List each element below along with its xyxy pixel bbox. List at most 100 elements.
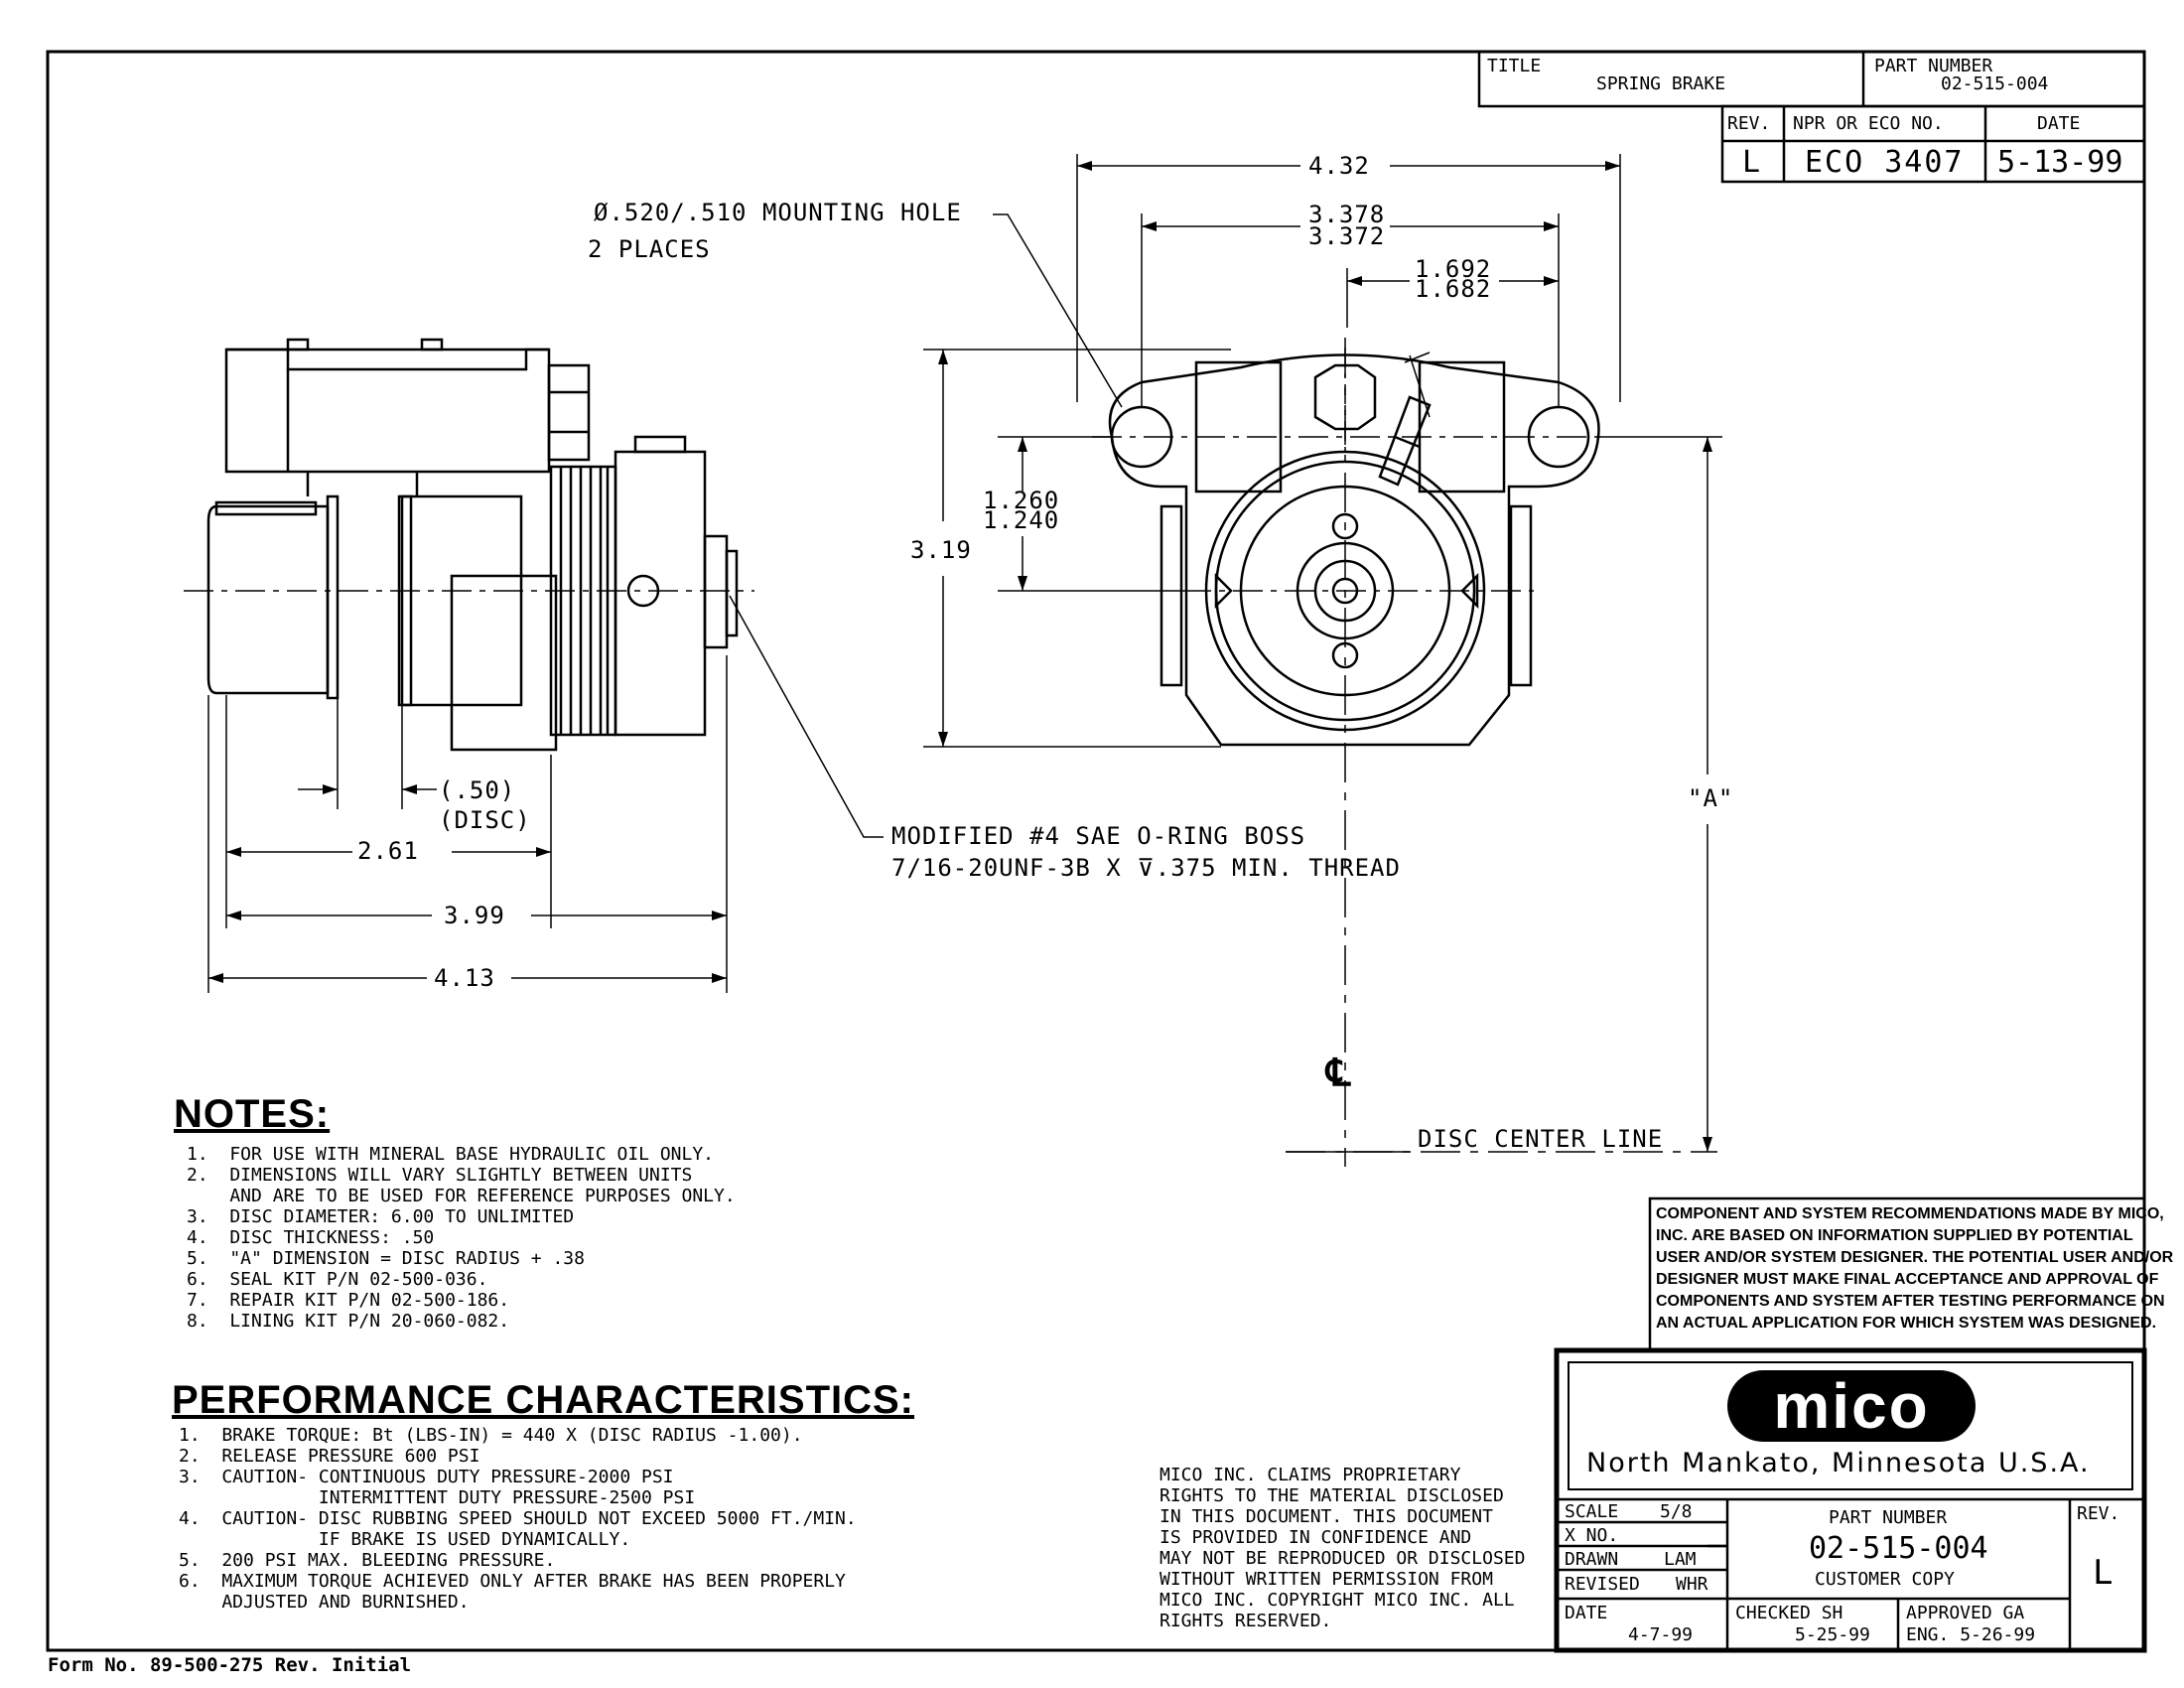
title-label: TITLE bbox=[1487, 56, 1542, 76]
checked-value: SH bbox=[1821, 1603, 1843, 1623]
dim-disc-label: (DISC) bbox=[439, 806, 531, 834]
revised-value: WHR bbox=[1676, 1574, 1708, 1595]
performance-item: INTERMITTENT DUTY PRESSURE-2500 PSI bbox=[179, 1487, 696, 1508]
rev-value: L bbox=[1742, 145, 1761, 180]
xno-label: X NO. bbox=[1565, 1525, 1619, 1546]
disclaimer-line: COMPONENT AND SYSTEM RECOMMENDATIONS MAD… bbox=[1656, 1205, 2164, 1222]
dim-hole-spacing-max: 3.378 bbox=[1308, 201, 1386, 228]
customer-copy-label: CUSTOMER COPY bbox=[1815, 1569, 1955, 1590]
mounting-hole-places: 2 PLACES bbox=[588, 235, 711, 263]
proprietary-line: MAY NOT BE REPRODUCED OR DISCLOSED bbox=[1160, 1548, 1526, 1569]
dim-a: "A" bbox=[1688, 784, 1734, 812]
note-item: 6. SEAL KIT P/N 02-500-036. bbox=[187, 1269, 488, 1290]
oring-callout-2: 7/16-20UNF-3B X ⊽.375 MIN. THREAD bbox=[891, 854, 1401, 882]
note-item: 2. DIMENSIONS WILL VARY SLIGHTLY BETWEEN… bbox=[187, 1165, 693, 1186]
proprietary-line: MICO INC. CLAIMS PROPRIETARY bbox=[1160, 1465, 1461, 1485]
part-number-label: PART NUMBER bbox=[1874, 56, 1993, 76]
centerline-symbol: ℄ bbox=[1326, 1051, 1351, 1094]
date-label-bottom: DATE bbox=[1565, 1603, 1608, 1623]
note-item: 5. "A" DIMENSION = DISC RADIUS + .38 bbox=[187, 1248, 585, 1269]
disclaimer-text: COMPONENT AND SYSTEM RECOMMENDATIONS MAD… bbox=[1656, 1203, 2173, 1335]
title-value: SPRING BRAKE bbox=[1596, 73, 1726, 94]
note-item: AND ARE TO BE USED FOR REFERENCE PURPOSE… bbox=[187, 1186, 736, 1206]
eng-label: ENG. 5-26-99 bbox=[1906, 1624, 2035, 1645]
dim-hole-spacing-min: 3.372 bbox=[1308, 222, 1386, 250]
title-block-bottom bbox=[1554, 1347, 2147, 1653]
note-item: 1. FOR USE WITH MINERAL BASE HYDRAULIC O… bbox=[187, 1144, 715, 1165]
approved-value: GA bbox=[2002, 1603, 2025, 1623]
approved-label: APPROVED GA bbox=[1906, 1603, 2024, 1623]
title-block-top bbox=[1477, 50, 2146, 184]
performance-item: 1. BRAKE TORQUE: Bt (LBS-IN) = 440 X (DI… bbox=[179, 1425, 803, 1446]
mounting-hole-callout: Ø.520/.510 MOUNTING HOLE bbox=[594, 199, 962, 226]
disclaimer-line: DESIGNER MUST MAKE FINAL ACCEPTANCE AND … bbox=[1656, 1271, 2159, 1288]
approved-label-text: APPROVED bbox=[1906, 1603, 1992, 1623]
scale-label: SCALE bbox=[1565, 1501, 1619, 1522]
performance-item: IF BRAKE IS USED DYNAMICALLY. bbox=[179, 1529, 631, 1550]
dim-half-spacing-min: 1.682 bbox=[1415, 275, 1492, 303]
drawn-value: LAM bbox=[1664, 1549, 1697, 1570]
side-view bbox=[184, 338, 884, 993]
dim-disc-thickness: (.50) bbox=[439, 776, 516, 804]
performance-item: ADJUSTED AND BURNISHED. bbox=[179, 1592, 470, 1613]
note-item: 7. REPAIR KIT P/N 02-500-186. bbox=[187, 1290, 510, 1311]
mico-logo: mico bbox=[1727, 1370, 1976, 1442]
scale-value: 5/8 bbox=[1660, 1501, 1693, 1522]
notes-heading: NOTES: bbox=[174, 1092, 331, 1136]
eng-label-text: ENG. bbox=[1906, 1624, 1950, 1645]
disc-center-line-label: DISC CENTER LINE bbox=[1418, 1125, 1664, 1153]
performance-heading: PERFORMANCE CHARACTERISTICS: bbox=[172, 1378, 914, 1422]
performance-item: 2. RELEASE PRESSURE 600 PSI bbox=[179, 1446, 480, 1467]
disclaimer-line: COMPONENTS AND SYSTEM AFTER TESTING PERF… bbox=[1656, 1293, 2165, 1310]
dim-front-width: 4.32 bbox=[1308, 152, 1370, 180]
part-number-value: 02-515-004 bbox=[1941, 73, 2049, 94]
drawn-label: DRAWN bbox=[1565, 1549, 1619, 1570]
performance-item: 3. CAUTION- CONTINUOUS DUTY PRESSURE-200… bbox=[179, 1467, 674, 1487]
proprietary-line: IS PROVIDED IN CONFIDENCE AND bbox=[1160, 1527, 1472, 1548]
rev-value-bottom: L bbox=[2093, 1553, 2114, 1593]
proprietary-line: MICO INC. COPYRIGHT MICO INC. ALL bbox=[1160, 1590, 1515, 1611]
date-value-bottom: 4-7-99 bbox=[1628, 1624, 1694, 1645]
note-item: 4. DISC THICKNESS: .50 bbox=[187, 1227, 435, 1248]
proprietary-notice: MICO INC. CLAIMS PROPRIETARY RIGHTS TO T… bbox=[1160, 1465, 1525, 1631]
dim-center-offset-min: 1.240 bbox=[983, 506, 1060, 534]
date-value: 5-13-99 bbox=[1997, 145, 2123, 180]
npr-label: NPR OR ECO NO. bbox=[1793, 113, 1944, 134]
note-item: 3. DISC DIAMETER: 6.00 TO UNLIMITED bbox=[187, 1206, 575, 1227]
dim-half-spacing-max: 1.692 bbox=[1415, 255, 1492, 283]
dim-center-offset-max: 1.260 bbox=[983, 487, 1060, 514]
performance-item: 4. CAUTION- DISC RUBBING SPEED SHOULD NO… bbox=[179, 1508, 857, 1529]
performance-item: 5. 200 PSI MAX. BLEEDING PRESSURE. bbox=[179, 1550, 556, 1571]
eng-date: 5-26-99 bbox=[1960, 1624, 2036, 1645]
proprietary-line: WITHOUT WRITTEN PERMISSION FROM bbox=[1160, 1569, 1493, 1590]
logo-text: mico bbox=[1773, 1370, 1930, 1442]
disclaimer-line: USER AND/OR SYSTEM DESIGNER. THE POTENTI… bbox=[1656, 1249, 2174, 1266]
checked-label-text: CHECKED bbox=[1735, 1603, 1811, 1623]
front-view bbox=[923, 154, 1722, 1167]
proprietary-line: RIGHTS RESERVED. bbox=[1160, 1611, 1332, 1631]
dim-413: 4.13 bbox=[434, 964, 495, 992]
checked-date: 5-25-99 bbox=[1795, 1624, 1870, 1645]
disclaimer-line: INC. ARE BASED ON INFORMATION SUPPLIED B… bbox=[1656, 1227, 2133, 1244]
dim-261: 2.61 bbox=[357, 837, 419, 865]
rev-label: REV. bbox=[1727, 113, 1771, 134]
proprietary-line: IN THIS DOCUMENT. THIS DOCUMENT bbox=[1160, 1506, 1493, 1527]
form-number: Form No. 89-500-275 Rev. Initial bbox=[48, 1654, 412, 1676]
checked-label: CHECKED SH bbox=[1735, 1603, 1843, 1623]
rev-label-bottom: REV. bbox=[2077, 1503, 2120, 1524]
part-number-value-bottom: 02-515-004 bbox=[1809, 1531, 1988, 1566]
oring-callout-1: MODIFIED #4 SAE O-RING BOSS bbox=[891, 822, 1306, 850]
eco-value: ECO 3407 bbox=[1805, 145, 1965, 180]
proprietary-line: RIGHTS TO THE MATERIAL DISCLOSED bbox=[1160, 1485, 1504, 1506]
revised-label: REVISED bbox=[1565, 1574, 1640, 1595]
notes-list: 1. FOR USE WITH MINERAL BASE HYDRAULIC O… bbox=[187, 1144, 736, 1332]
company-location: North Mankato, Minnesota U.S.A. bbox=[1586, 1448, 2091, 1478]
disclaimer-line: AN ACTUAL APPLICATION FOR WHICH SYSTEM W… bbox=[1656, 1315, 2157, 1332]
performance-list: 1. BRAKE TORQUE: Bt (LBS-IN) = 440 X (DI… bbox=[179, 1425, 857, 1613]
dim-399: 3.99 bbox=[444, 902, 505, 929]
performance-item: 6. MAXIMUM TORQUE ACHIEVED ONLY AFTER BR… bbox=[179, 1571, 846, 1592]
note-item: 8. LINING KIT P/N 20-060-082. bbox=[187, 1311, 510, 1332]
date-label: DATE bbox=[2037, 113, 2081, 134]
dim-height: 3.19 bbox=[910, 536, 972, 564]
